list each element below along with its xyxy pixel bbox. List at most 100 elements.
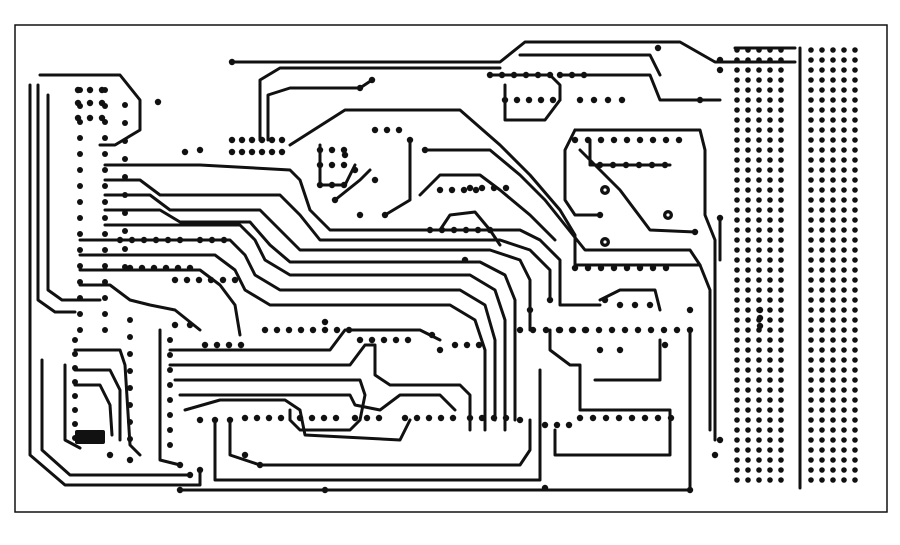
solder-pad bbox=[830, 207, 836, 213]
solder-pad bbox=[745, 267, 751, 273]
solder-pad bbox=[176, 461, 184, 469]
solder-pad bbox=[634, 326, 642, 334]
solder-pad bbox=[756, 314, 764, 322]
solder-pad bbox=[745, 297, 751, 303]
solder-pad bbox=[830, 277, 836, 283]
solder-pad bbox=[332, 414, 340, 422]
solder-pad bbox=[852, 467, 858, 473]
solder-pad bbox=[534, 71, 542, 79]
solder-pad bbox=[351, 414, 359, 422]
solder-pad bbox=[830, 407, 836, 413]
solder-pad bbox=[841, 237, 847, 243]
solder-pad bbox=[711, 451, 719, 459]
solder-pad bbox=[602, 414, 610, 422]
solder-pad bbox=[756, 167, 762, 173]
solder-pad bbox=[756, 277, 762, 283]
solder-pad bbox=[767, 417, 773, 423]
solder-pad bbox=[852, 477, 858, 483]
solder-pad bbox=[542, 326, 550, 334]
solder-pad bbox=[808, 427, 814, 433]
solder-pad bbox=[228, 136, 236, 144]
solder-pad bbox=[74, 114, 82, 122]
solder-pad bbox=[767, 147, 773, 153]
solder-pad bbox=[478, 414, 486, 422]
solder-pad bbox=[819, 157, 825, 163]
solder-pad bbox=[808, 407, 814, 413]
trace bbox=[418, 173, 557, 242]
trace bbox=[383, 138, 412, 217]
solder-pad bbox=[106, 451, 114, 459]
solder-pad bbox=[745, 437, 751, 443]
solder-pad bbox=[778, 57, 784, 63]
solder-pad bbox=[122, 102, 128, 108]
solder-pad bbox=[502, 184, 510, 192]
pad-hole bbox=[603, 240, 607, 244]
trace bbox=[63, 363, 82, 450]
solder-pad bbox=[140, 236, 148, 244]
solder-pad bbox=[745, 357, 751, 363]
trace bbox=[168, 328, 442, 352]
solder-pad bbox=[767, 367, 773, 373]
solder-pad bbox=[841, 217, 847, 223]
solder-pad bbox=[662, 136, 670, 144]
solder-pad bbox=[546, 296, 554, 304]
solder-pad bbox=[256, 461, 264, 469]
solder-pad bbox=[767, 227, 773, 233]
solder-pad bbox=[778, 87, 784, 93]
solder-pad bbox=[778, 107, 784, 113]
solder-pad bbox=[767, 217, 773, 223]
solder-pad bbox=[767, 307, 773, 313]
solder-pad bbox=[778, 217, 784, 223]
solder-pad bbox=[77, 183, 83, 189]
solder-pad bbox=[808, 437, 814, 443]
trace bbox=[573, 128, 717, 442]
solder-pad bbox=[819, 317, 825, 323]
solder-pad bbox=[196, 416, 204, 424]
solder-pad bbox=[852, 157, 858, 163]
solder-pad bbox=[571, 136, 579, 144]
solder-pad bbox=[404, 336, 412, 344]
solder-pad bbox=[126, 456, 134, 464]
trace bbox=[593, 338, 662, 382]
solder-pad bbox=[745, 97, 751, 103]
solder-pad bbox=[841, 227, 847, 233]
solder-pad bbox=[589, 414, 597, 422]
solder-pad bbox=[401, 414, 409, 422]
solder-pad bbox=[541, 484, 549, 492]
solder-pad bbox=[830, 247, 836, 253]
solder-pad bbox=[596, 346, 604, 354]
solder-pad bbox=[767, 237, 773, 243]
solder-pad bbox=[273, 326, 281, 334]
solder-pad bbox=[778, 187, 784, 193]
solder-pad bbox=[734, 267, 740, 273]
solder-pad bbox=[852, 437, 858, 443]
solder-pad bbox=[808, 167, 814, 173]
solder-pad bbox=[122, 246, 128, 252]
solder-pad bbox=[383, 126, 391, 134]
solder-pad bbox=[450, 226, 458, 234]
solder-pad bbox=[375, 414, 383, 422]
solder-pad bbox=[808, 227, 814, 233]
solder-pad bbox=[734, 477, 740, 483]
solder-pad bbox=[745, 447, 751, 453]
solder-pad bbox=[841, 327, 847, 333]
solder-pad bbox=[356, 84, 364, 92]
solder-pad bbox=[745, 217, 751, 223]
trace bbox=[558, 73, 722, 102]
solder-pad bbox=[852, 357, 858, 363]
trace bbox=[258, 66, 502, 142]
solder-pad bbox=[582, 326, 590, 334]
solder-pad bbox=[138, 264, 146, 272]
solder-pad bbox=[767, 387, 773, 393]
solder-pad bbox=[830, 427, 836, 433]
solder-pad bbox=[734, 117, 740, 123]
solder-pad bbox=[745, 147, 751, 153]
solder-pad bbox=[756, 357, 762, 363]
solder-pad bbox=[767, 137, 773, 143]
solder-pad bbox=[610, 264, 618, 272]
solder-pad bbox=[852, 107, 858, 113]
solder-pad bbox=[597, 264, 605, 272]
solder-pad bbox=[164, 236, 172, 244]
solder-pad bbox=[608, 326, 616, 334]
solder-pad bbox=[808, 347, 814, 353]
